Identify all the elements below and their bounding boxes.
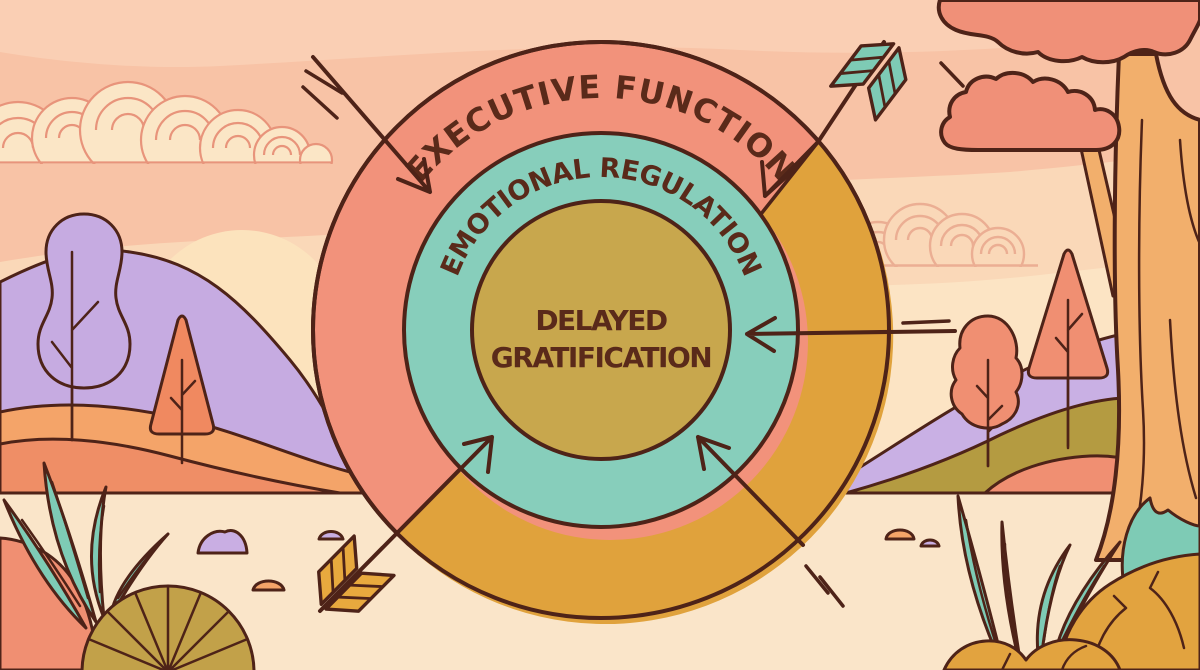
pebble-purple-right: [919, 538, 941, 548]
tree-triangle-left: [148, 314, 216, 465]
leaf-cluster-left: [2, 461, 170, 630]
tree-canopy: [936, 0, 1200, 65]
fan-wheel: [80, 584, 256, 670]
pebble-orange-right: [884, 528, 916, 541]
band-salmon: [0, 437, 342, 495]
pebble-orange-left: [251, 579, 286, 592]
tree-large-right: [936, 0, 1200, 562]
center-label-line2: GRATIFICATION: [491, 341, 711, 374]
fan-wheel-spokes: [87, 584, 249, 670]
right-landscape: [838, 248, 1142, 495]
bush-orange-front: [942, 638, 1122, 670]
center-label-line1: DELAYED: [535, 304, 667, 337]
pebble-purple-left: [196, 529, 249, 555]
bush-orange-right: [1056, 552, 1200, 670]
tree-triangle-right: [1026, 248, 1110, 450]
arrow-top-left: [301, 55, 432, 194]
tree-trunk: [1094, 52, 1200, 562]
arrows: [301, 27, 965, 629]
pebble-purple-small: [317, 530, 345, 541]
pebbles-right: [884, 528, 941, 548]
foreground-right: [942, 494, 1200, 670]
speed-line-right: [901, 319, 951, 325]
left-landscape: [0, 212, 374, 495]
foreground-left: [0, 461, 345, 670]
bark-lines: [1130, 118, 1200, 548]
outer-ring-orange-sector: [396, 142, 894, 625]
tree-foliage-cloud: [939, 71, 1122, 152]
arrow-bottom-right: [696, 435, 845, 608]
tree-purple-canopy: [36, 212, 132, 390]
tree-round-right: [949, 314, 1024, 468]
tree-round-right-canopy: [949, 314, 1024, 430]
speed-line-top-right: [939, 61, 965, 88]
scallop-cloud-left: [0, 80, 334, 164]
center-circle: [470, 199, 732, 461]
speed-lines-bottom-right: [804, 564, 845, 608]
arrow-right: [745, 316, 957, 353]
speed-lines-top-left: [301, 69, 344, 120]
fletched-arrow-bottom-left: [302, 435, 494, 629]
tree-purple: [36, 212, 132, 442]
fletched-arrow-top-right: [760, 27, 965, 198]
